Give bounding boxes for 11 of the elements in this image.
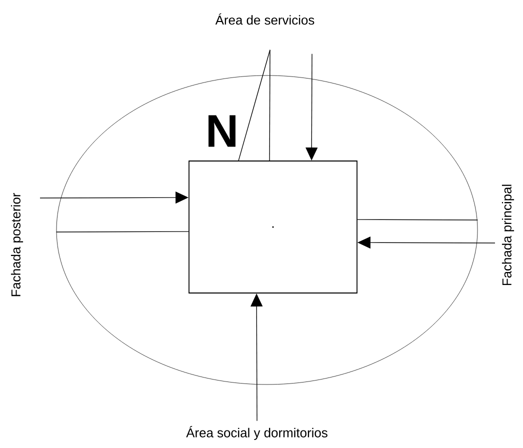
- north-letter: N: [208, 115, 236, 147]
- area-label: Área social y dormitorios: [186, 426, 328, 440]
- facade-label: Fachada posterior: [10, 193, 24, 296]
- plan-box: [188, 160, 358, 294]
- leader-line: [269, 50, 270, 161]
- connector-line: [56, 231, 189, 232]
- leader-line: [238, 50, 270, 161]
- connector-line: [357, 219, 478, 220]
- facade-label: Fachada principal: [502, 184, 514, 286]
- area-label: Área de servicios: [215, 13, 314, 25]
- ellipse-outline: [56, 75, 478, 385]
